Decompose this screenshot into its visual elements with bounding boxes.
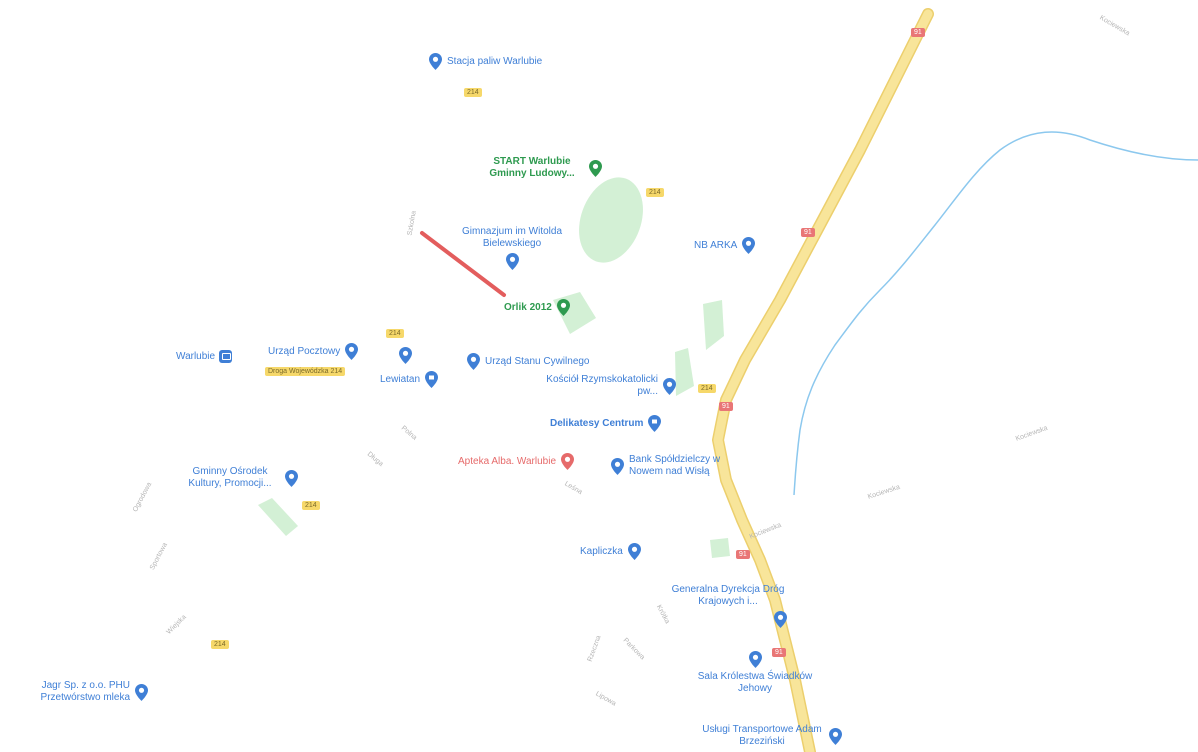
map-pin-icon [611, 457, 624, 475]
poi-label: Gimnazjum im Witolda Bielewskiego [461, 226, 563, 249]
poi-delikatesy[interactable]: Delikatesy Centrum [550, 414, 662, 433]
national-road-91 [712, 8, 934, 752]
poi-label: Urząd Pocztowy [268, 345, 341, 357]
poi-label: Sala Królestwa Świadków Jehowy [697, 671, 813, 694]
river [793, 131, 1198, 496]
map-pin-icon [748, 651, 762, 668]
poi-usc[interactable]: Urząd Stanu Cywilnego [466, 352, 590, 371]
map-pin-icon [829, 727, 842, 745]
poi-label: Kapliczka [580, 545, 623, 557]
road-shield-91: 91 [719, 402, 733, 411]
poi-kapliczka[interactable]: Kapliczka [580, 542, 642, 561]
gok-park-area [258, 498, 298, 536]
road-shield-214: 214 [211, 640, 229, 649]
poi-label: Warlubie [176, 350, 216, 362]
road-shield-214: 214 [646, 188, 664, 197]
road-shield-91: 91 [911, 28, 925, 37]
road-shield-214: 214 [464, 88, 482, 97]
poi-label: NB ARKA [694, 239, 738, 251]
poi-label: Urząd Stanu Cywilnego [485, 355, 590, 367]
map-pin-icon [467, 353, 480, 370]
poi-nb-arka[interactable]: NB ARKA [694, 236, 756, 255]
map-pin-icon [429, 53, 442, 70]
poi-jagr[interactable]: Jagr Sp. z o.o. PHU Przetwórstwo mleka [6, 680, 149, 704]
map-pin-icon [774, 611, 787, 628]
map-pin-icon [663, 377, 676, 395]
road-shield-91: 91 [736, 550, 750, 559]
map-pin-icon [285, 469, 298, 487]
map-pin-icon [505, 253, 519, 270]
train-station-icon [219, 350, 233, 363]
poi-gddkia[interactable]: Generalna Dyrekcja Dróg Krajowych i... [668, 584, 788, 629]
poi-start-warlubie[interactable]: START Warlubie Gminny Ludowy... [480, 156, 603, 180]
poi-urzad-pocztowy[interactable]: Urząd Pocztowy [268, 342, 359, 361]
poi-label: Orlik 2012 [504, 301, 552, 313]
poi-label: START Warlubie Gminny Ludowy... [489, 156, 575, 179]
map-pin-icon [135, 683, 148, 701]
poi-warlubie-station[interactable]: Warlubie [176, 350, 233, 363]
map-pin-icon [556, 299, 570, 316]
road-shield-214: 214 [386, 329, 404, 338]
national-road-91-fill [713, 9, 933, 752]
road-shield-91: 91 [801, 228, 815, 237]
poi-kosciol[interactable]: Kościół Rzymskokatolicki pw... [534, 374, 677, 398]
poi-label: Bank Spółdzielczy w Nowem nad Wisłą [629, 454, 721, 477]
map-pin-icon [742, 237, 756, 254]
map-pin-icon [345, 343, 359, 360]
pharmacy-pin-icon [561, 453, 575, 470]
poi-lewiatan[interactable]: Lewiatan [380, 370, 439, 389]
poi-bank[interactable]: Bank Spółdzielczy w Nowem nad Wisłą [610, 454, 749, 478]
shopping-bag-icon [648, 415, 662, 432]
poi-label: Stacja paliw Warlubie [447, 55, 543, 67]
shopping-bag-icon [425, 371, 439, 388]
map-pin-icon[interactable] [398, 346, 413, 365]
poi-gok[interactable]: Gminny Ośrodek Kultury, Promocji... [180, 466, 299, 490]
road-shield-91: 91 [772, 648, 786, 657]
poi-sala-krolestwa[interactable]: Sala Królestwa Świadków Jehowy [690, 650, 820, 695]
poi-orlik[interactable]: Orlik 2012 [504, 298, 571, 317]
poi-label: Delikatesy Centrum [550, 417, 644, 429]
church-park-area [675, 348, 694, 396]
poi-apteka[interactable]: Apteka Alba. Warlubie [458, 452, 575, 471]
road-shield-214: 214 [698, 384, 716, 393]
poi-label: Lewiatan [380, 373, 421, 385]
sports-field-area [579, 177, 643, 263]
map-pin-icon [627, 543, 641, 560]
road-name-shield: Droga Wojewódzka 214 [265, 367, 346, 376]
kapliczka-park-area [710, 538, 730, 558]
poi-uslugi[interactable]: Usługi Transportowe Adam Brzeziński [700, 724, 843, 748]
poi-stacja-paliw[interactable]: Stacja paliw Warlubie [428, 52, 542, 71]
poi-label: Generalna Dyrekcja Dróg Krajowych i... [671, 584, 785, 607]
poi-label: Kościół Rzymskokatolicki pw... [546, 374, 658, 397]
poi-label: Gminny Ośrodek Kultury, Promocji... [188, 466, 272, 489]
poi-label: Apteka Alba. Warlubie [458, 455, 557, 467]
park-area-north [703, 300, 724, 350]
road-shield-214: 214 [302, 501, 320, 510]
selected-street-segment[interactable] [420, 231, 506, 297]
map-pin-icon [589, 159, 602, 177]
poi-label: Jagr Sp. z o.o. PHU Przetwórstwo mleka [40, 680, 130, 703]
poi-label: Usługi Transportowe Adam Brzeziński [702, 724, 822, 747]
poi-gimnazjum[interactable]: Gimnazjum im Witolda Bielewskiego [452, 226, 572, 271]
